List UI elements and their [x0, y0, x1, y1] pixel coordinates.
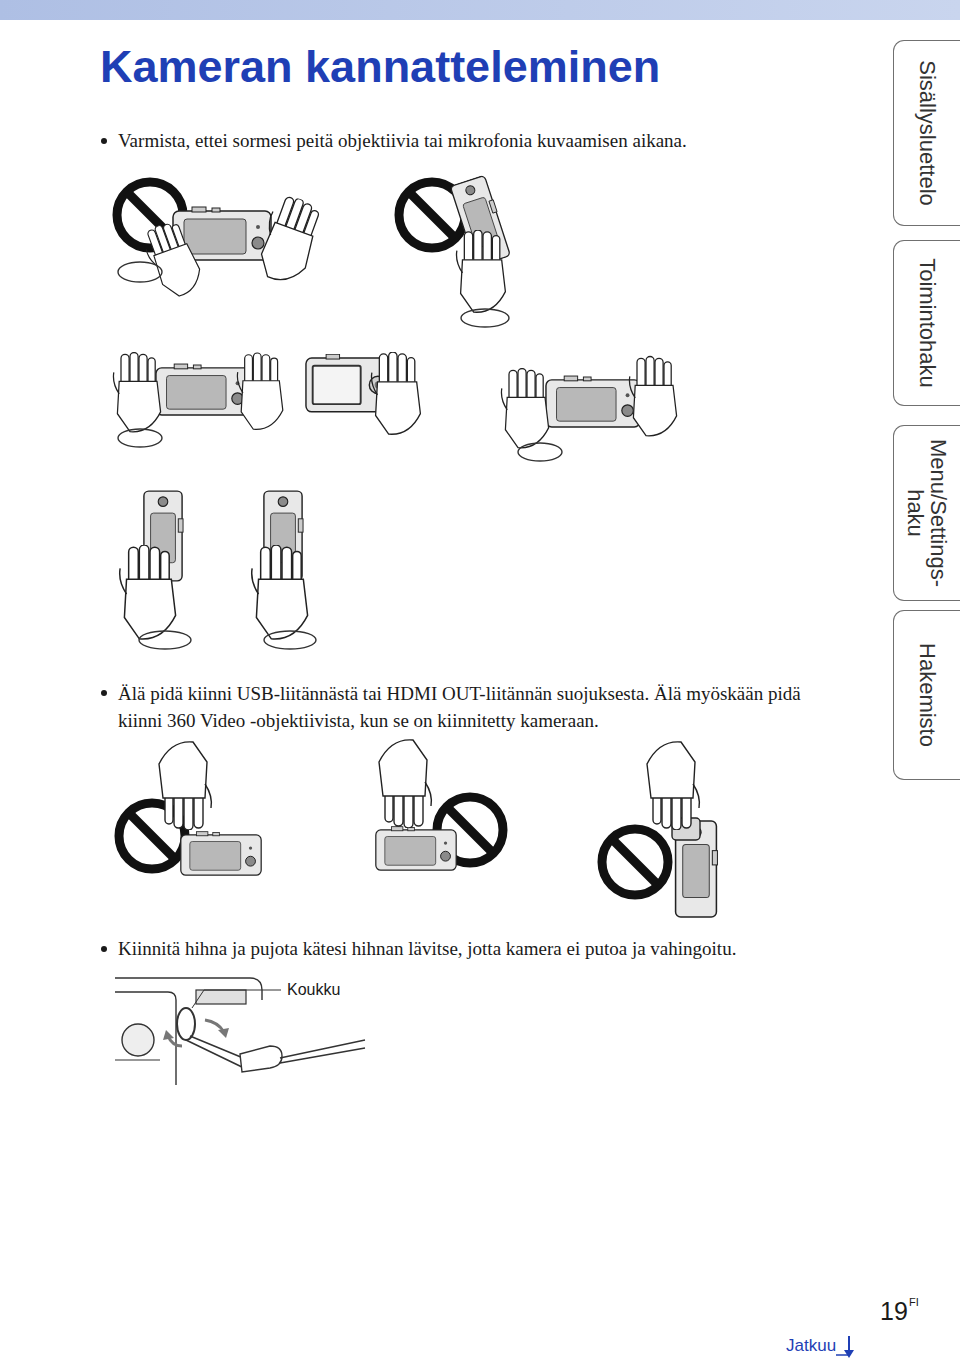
motion-arrowhead	[218, 1028, 229, 1038]
page-title: Kameran kannatteleminen	[100, 44, 660, 89]
hand	[456, 230, 505, 312]
index-tab: Hakemisto	[893, 610, 960, 780]
camera-outline	[115, 1059, 160, 1060]
header-band	[0, 0, 960, 20]
hand	[159, 742, 211, 830]
strap-cord	[186, 1036, 248, 1068]
strap-cord	[280, 1040, 365, 1063]
camera-outline	[115, 992, 176, 1085]
page-number: 19	[880, 1297, 908, 1325]
hand	[629, 357, 676, 436]
strap	[118, 262, 162, 282]
camera	[376, 827, 456, 870]
hand	[379, 740, 431, 828]
bullet	[101, 690, 107, 696]
hand	[113, 353, 160, 432]
tab-label: Menu/Settings- haku	[904, 433, 950, 593]
language-code: FI	[909, 1296, 919, 1309]
bullet-text: Varmista, ettei sormesi peitä objektiivi…	[118, 129, 898, 153]
hand	[251, 192, 327, 288]
bullet-text: Kiinnitä hihna ja pujota kätesi hihnan l…	[118, 937, 898, 961]
strap	[461, 309, 509, 327]
camera	[181, 832, 261, 875]
strap-end	[240, 1046, 282, 1072]
part-label: Koukku	[287, 980, 340, 1000]
strap	[518, 443, 562, 461]
index-tab: Sisällysluettelo	[893, 40, 960, 226]
hand	[237, 353, 282, 429]
camera	[546, 376, 640, 427]
camera-detail	[122, 1024, 154, 1056]
camera	[156, 364, 250, 415]
strap	[118, 429, 162, 447]
leader-line	[192, 990, 281, 1008]
motion-arrowhead	[163, 1030, 174, 1040]
bullet	[101, 946, 107, 952]
continue-note: Jatkuu	[786, 1336, 836, 1356]
tab-label: Sisällysluettelo	[915, 48, 938, 218]
prohibition-sign	[602, 829, 668, 895]
hook-slot	[196, 990, 246, 1004]
bullet-text: Älä pidä kiinni USB-liitännästä tai HDMI…	[118, 680, 848, 734]
hand	[252, 545, 308, 639]
hand	[501, 369, 548, 448]
index-tab: Toimintohaku	[893, 240, 960, 406]
hand	[371, 352, 420, 434]
continue-arrowhead	[844, 1350, 854, 1358]
strap	[264, 631, 316, 649]
bullet	[101, 138, 107, 144]
strap	[139, 631, 191, 649]
index-tab: Menu/Settings- haku	[893, 425, 960, 601]
continue-arrow	[848, 1336, 850, 1352]
hand	[120, 545, 176, 639]
tab-label: Hakemisto	[915, 618, 938, 772]
tab-label: Toimintohaku	[915, 248, 938, 398]
hand	[140, 217, 206, 301]
hand	[647, 742, 699, 830]
strap-loop	[177, 1008, 195, 1040]
